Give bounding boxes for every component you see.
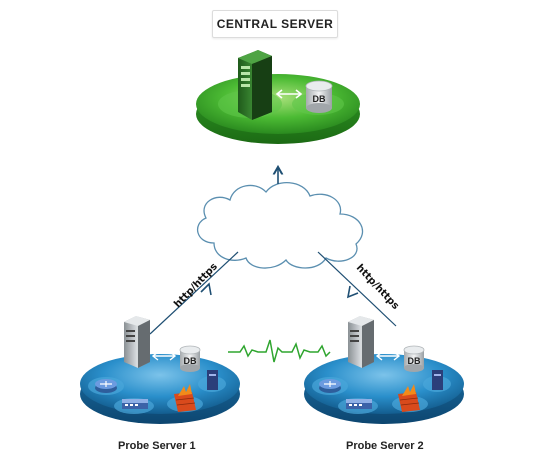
cloud-icon xyxy=(196,182,364,269)
router-icon xyxy=(95,379,117,393)
heartbeat-icon xyxy=(228,339,331,363)
firewall-icon xyxy=(398,384,420,412)
probe2-db-label: DB xyxy=(408,356,421,366)
link-right-label: http/https xyxy=(354,263,401,312)
central-platform xyxy=(196,74,360,144)
double-arrow-icon xyxy=(375,351,401,361)
server-icon xyxy=(238,50,272,120)
server-icon xyxy=(207,370,218,390)
switch-icon xyxy=(122,399,148,409)
probe1-db-label: DB xyxy=(184,356,197,366)
link-left-label: http/https xyxy=(172,261,220,310)
double-arrow-icon xyxy=(275,89,303,99)
double-arrow-icon xyxy=(151,351,177,361)
server-icon xyxy=(124,316,150,368)
probe-server-2-label: Probe Server 2 xyxy=(346,440,424,452)
server-icon xyxy=(348,316,374,368)
central-db-label: DB xyxy=(313,94,326,104)
database-icon: DB xyxy=(179,345,201,372)
probe-server-1-label: Probe Server 1 xyxy=(118,440,196,452)
switch-icon xyxy=(346,399,372,409)
central-server-title: CENTRAL SERVER xyxy=(212,10,338,38)
link-right: http/https xyxy=(317,251,401,327)
router-icon xyxy=(319,379,341,393)
database-icon: DB xyxy=(305,80,333,113)
firewall-icon xyxy=(174,384,196,412)
server-icon xyxy=(432,370,443,390)
database-icon: DB xyxy=(403,345,425,372)
link-left: http/https xyxy=(149,251,239,335)
